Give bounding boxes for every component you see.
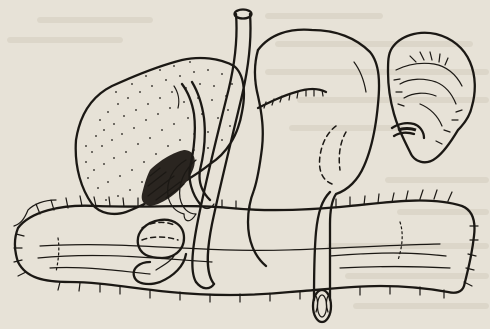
jejunal-limb [192, 10, 251, 289]
duodenal-loop [134, 220, 186, 284]
efferent-limb-cut-end [313, 290, 331, 322]
bile-duct [168, 82, 214, 221]
